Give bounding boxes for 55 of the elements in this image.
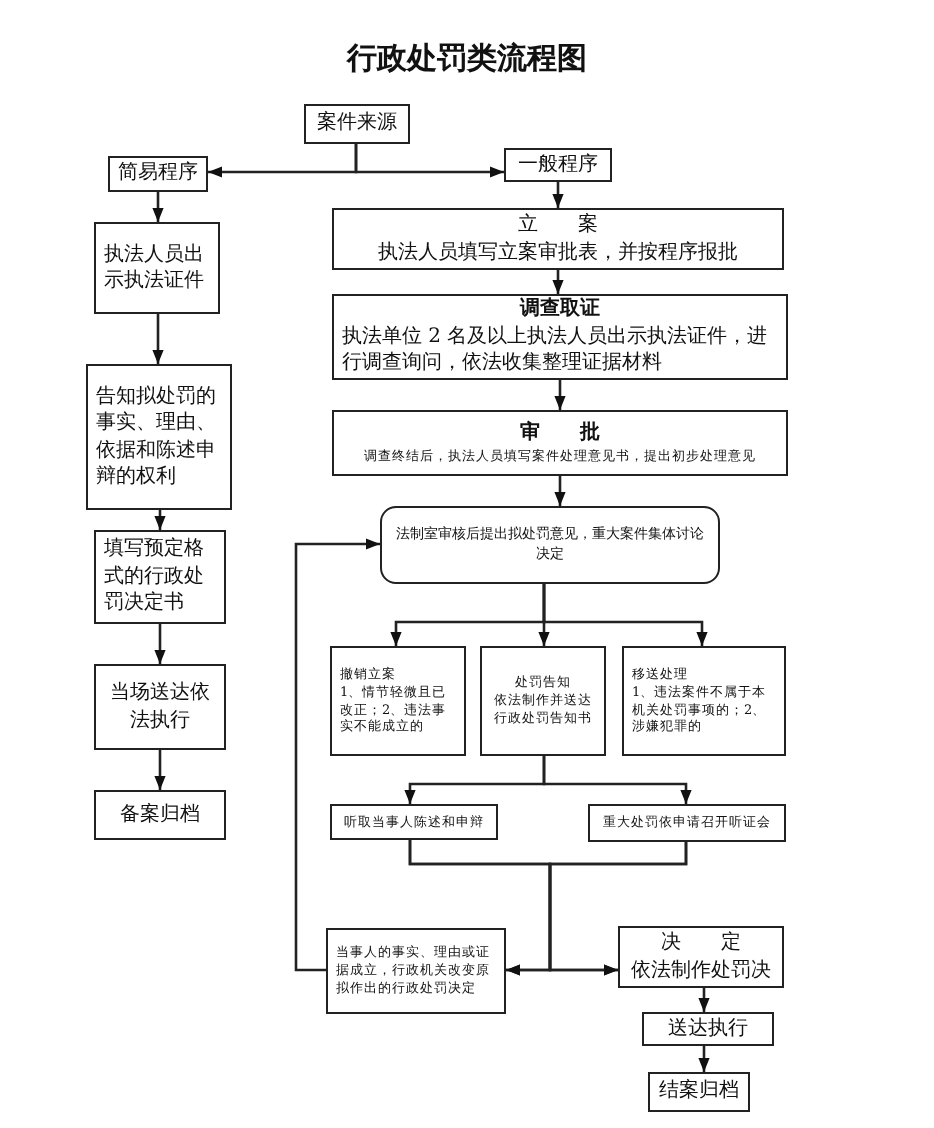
process-box [332,294,788,380]
process-box [480,646,606,756]
arrow [154,750,166,790]
arrow [152,192,164,222]
process-box [622,646,786,756]
arrow [542,584,708,646]
box-text: 执法单位 2 名及以上执法人员出示执法证件，进行调查询问，依法收集整理证据材料 [342,323,770,378]
box-text: 备案归档 [118,801,202,829]
title: 行政处罚类流程图 [344,40,589,78]
arrow [552,270,564,294]
arrow [354,144,504,178]
box-text: 告知拟处罚的事实、理由、依据和陈述申辩的权利 [96,383,218,491]
box-text: 执法人员填写立案审批表，并按程序报批 [376,239,740,266]
process-box [94,664,226,750]
process-box [642,1012,774,1046]
box-text: 一般程序 [516,151,600,179]
box-text: 结案归档 [658,1078,740,1106]
arrow [554,380,566,410]
process-box [326,928,506,1014]
box-text: 简易程序 [118,160,198,188]
arrow [154,624,166,664]
arrow [552,182,564,208]
process-box [504,148,612,182]
box-text: 执法人员出示执法证件 [104,241,206,295]
arrow [554,476,566,506]
box-text: 案件来源 [315,110,399,138]
box-heading: 调查取证 [517,296,602,324]
arrow [548,842,688,976]
box-text: 当场送达依法执行 [108,680,212,734]
process-box [618,926,784,988]
arrow [698,988,710,1012]
box-heading: 审 批 [518,420,602,448]
process-box [94,790,226,840]
box-heading: 立 案 [516,212,600,239]
process-box [304,104,410,144]
process-box [332,410,788,476]
process-box [108,156,208,192]
process-box [648,1072,750,1112]
arrow [154,510,166,530]
process-box [588,804,786,842]
process-box [332,208,784,270]
process-box [94,530,226,624]
arrow [698,1046,710,1072]
box-text: 送达执行 [666,1015,750,1043]
arrow [152,314,164,364]
process-box [86,364,232,510]
process-box [330,646,466,756]
box-text: 填写预定格式的行政处罚决定书 [104,536,206,618]
process-box [380,506,720,584]
arrow [294,538,380,972]
arrow [542,756,692,804]
box-heading: 决 定 [659,930,743,957]
process-box [94,222,220,314]
process-box [330,804,498,840]
box-text: 依法制作处罚决 [629,957,773,984]
